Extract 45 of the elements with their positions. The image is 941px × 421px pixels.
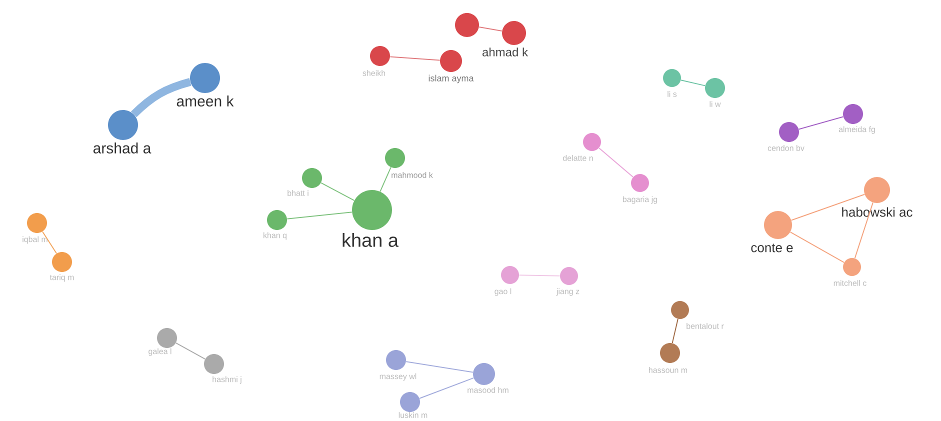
link-line [406, 361, 474, 373]
link-line [790, 194, 866, 221]
author-label: masood hm [468, 387, 508, 393]
link-line [478, 26, 502, 32]
author-label: islam ayma [428, 74, 474, 84]
author-label: khan q [264, 232, 286, 240]
link-line [42, 231, 57, 254]
link-line [286, 212, 352, 220]
link-line [419, 377, 474, 399]
author-label: hassoun m [649, 367, 688, 373]
link-line [175, 342, 206, 360]
author-label: massey wl [380, 373, 416, 381]
author-label: mitchell c [834, 280, 866, 286]
author-label: sheikh [362, 70, 386, 76]
link-line [131, 78, 192, 118]
link-line [854, 202, 874, 259]
author-label: arshad a [93, 142, 152, 154]
author-label: gao l [494, 288, 512, 296]
author-label: delatte n [563, 155, 593, 161]
link-line [790, 232, 844, 263]
author-label: almeida fg [838, 126, 875, 134]
author-label: li s [668, 91, 677, 97]
author-label: luskin m [398, 412, 428, 418]
link-line [518, 274, 560, 276]
link-line [598, 147, 634, 178]
author-label: ahmad k [482, 48, 528, 56]
author-label: bentalout r [686, 323, 724, 329]
link-line [380, 166, 392, 192]
author-label: bagaria jg [622, 196, 658, 204]
link-line [798, 116, 844, 130]
author-label: galea l [148, 348, 172, 356]
author-label: khan a [342, 233, 398, 247]
link-line [320, 182, 355, 201]
author-label: mahmood k [392, 172, 433, 178]
author-label: tariq m [50, 274, 74, 282]
author-label: conte e [751, 244, 793, 252]
author-label: hashmi j [212, 376, 242, 384]
author-label: jiang z [556, 288, 580, 296]
author-label: cendon bv [768, 145, 804, 151]
link-line [672, 318, 678, 344]
link-line [680, 80, 706, 86]
author-circle [455, 13, 479, 37]
author-label: ameen k [176, 96, 234, 106]
author-label: li w [710, 101, 721, 107]
link-line [390, 56, 440, 61]
